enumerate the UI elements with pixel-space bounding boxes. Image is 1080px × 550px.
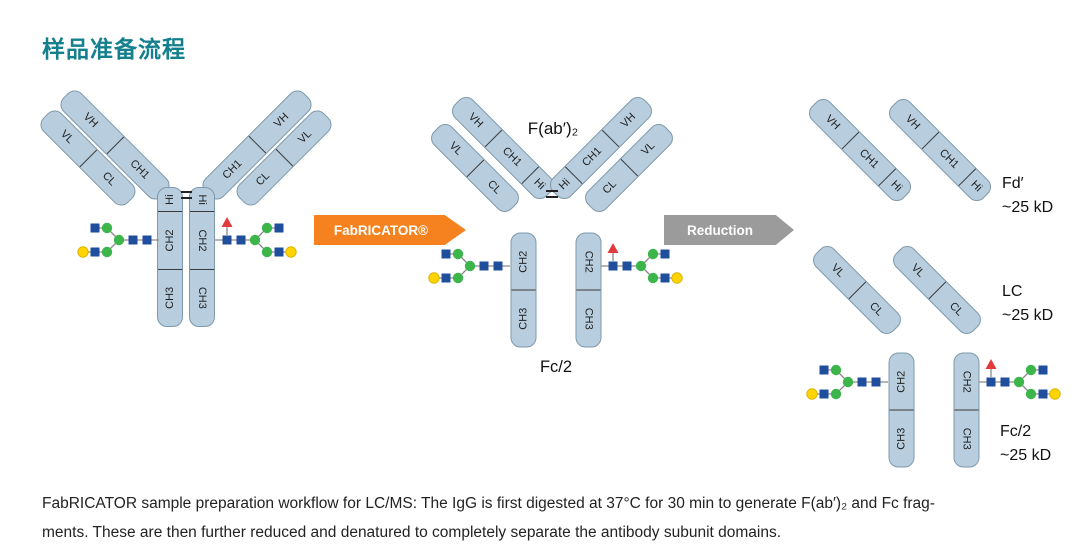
domain-segment-hi: Hi xyxy=(164,194,176,205)
igg-fc-stalk-left: CH3 CH2 Hi xyxy=(157,187,183,327)
lc-mass: ~25 kD xyxy=(1002,307,1054,324)
domain-segment-ch3: CH3 xyxy=(582,307,595,330)
lc-name: LC xyxy=(1002,283,1023,300)
lc-chain: VL CL xyxy=(888,241,986,339)
domain-segment-ch3: CH3 xyxy=(158,268,182,326)
glycan-icon xyxy=(601,240,683,292)
domain-segment-ch3: CH3 xyxy=(889,409,914,467)
lc-fragment-label: LC ~25 kD xyxy=(1002,280,1053,328)
fd-mass: ~25 kD xyxy=(1002,199,1054,216)
igg-fc-stalk-right: Hi CH2 CH3 xyxy=(189,187,215,327)
domain-segment-hi: Hi xyxy=(190,188,214,213)
fc2-right-fragment-label: Fc/2 ~25 kD xyxy=(1000,420,1051,468)
glycan-icon xyxy=(215,214,297,266)
fc2-mid-fragment-label: Fc/2 xyxy=(539,358,573,376)
page-title: 样品准备流程 xyxy=(42,36,186,62)
glycan-icon xyxy=(979,356,1061,408)
reduction-arrow-label: Reduction xyxy=(687,222,753,238)
disulfide-bond-icon xyxy=(546,190,558,198)
domain-segment-ch2: CH2 xyxy=(954,353,979,411)
domain-segment-ch2: CH2 xyxy=(895,370,908,393)
fc2-name: Fc/2 xyxy=(1000,423,1032,440)
glycan-icon xyxy=(806,364,888,400)
domain-segment-ch2: CH2 xyxy=(158,211,182,269)
domain-segment-ch3: CH3 xyxy=(196,286,208,309)
fc2-mid-stalk-left: CH3 CH2 xyxy=(510,232,537,348)
glycan-icon xyxy=(77,222,159,258)
glycan-icon xyxy=(428,248,510,284)
fc2-mass: ~25 kD xyxy=(1000,447,1052,464)
fc2-right-stalk-right: CH2 CH3 xyxy=(953,352,980,468)
fd-fragment-label: Fd′ ~25 kD xyxy=(1002,172,1053,220)
disulfide-bond-icon xyxy=(181,191,192,199)
fc2-mid-stalk-right: CH2 CH3 xyxy=(575,232,602,348)
fc2-right-stalk-left: CH3 CH2 xyxy=(888,352,915,468)
caption-line-1: FabRICATOR sample preparation workflow f… xyxy=(42,495,935,512)
domain-segment-ch2: CH2 xyxy=(190,212,214,270)
domain-segment-ch3: CH3 xyxy=(511,289,536,347)
lc-chain: VL CL xyxy=(808,241,906,339)
reduction-arrow: Reduction xyxy=(664,215,794,245)
caption: FabRICATOR sample preparation workflow f… xyxy=(42,490,1054,547)
fabricator-arrow: FabRICATOR® xyxy=(314,215,466,245)
domain-segment-ch2: CH2 xyxy=(517,250,530,273)
domain-segment-cl: CL xyxy=(947,300,966,319)
domain-segment-ch2: CH2 xyxy=(576,233,601,291)
fab2-fragment-label: F(ab′)₂ xyxy=(527,119,579,138)
domain-segment-cl: CL xyxy=(867,300,886,319)
caption-line-2: ments. These are then further reduced an… xyxy=(42,523,782,541)
fd-name: Fd′ xyxy=(1002,175,1024,192)
domain-segment-ch3: CH3 xyxy=(960,427,973,450)
fabricator-arrow-label: FabRICATOR® xyxy=(333,222,429,238)
